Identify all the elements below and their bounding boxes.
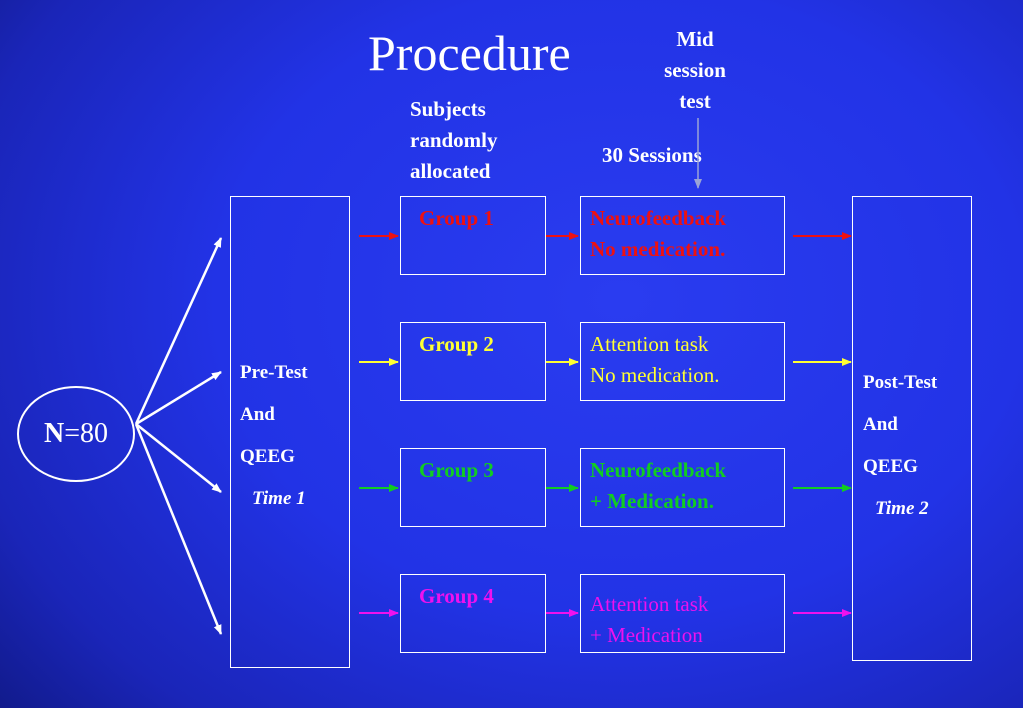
- group-1-label: Group 1: [419, 206, 494, 230]
- group-2-box: Group 2: [400, 322, 546, 401]
- posttest-box: Post-Test And QEEG Time 2: [852, 196, 972, 661]
- sessions-label: 30 Sessions: [602, 143, 702, 167]
- pretest-label: Pre-Test And QEEG Time 1: [240, 362, 308, 509]
- treatment-3-label: Neurofeedback + Medication.: [590, 458, 727, 513]
- treatment-1-label: Neurofeedback No medication.: [590, 206, 727, 261]
- treatment-2-box: Attention task No medication.: [580, 322, 785, 401]
- posttest-label: Post-Test And QEEG Time 2: [863, 372, 938, 519]
- treatment-4-box: Attention task + Medication: [580, 574, 785, 653]
- group-3-box: Group 3: [400, 448, 546, 527]
- mid-session-label: Mid session test: [664, 27, 726, 113]
- group-4-label: Group 4: [419, 584, 494, 608]
- group-4-box: Group 4: [400, 574, 546, 653]
- group-2-label: Group 2: [419, 332, 494, 356]
- treatment-3-box: Neurofeedback + Medication.: [580, 448, 785, 527]
- pretest-box: Pre-Test And QEEG Time 1: [230, 196, 350, 668]
- group-1-box: Group 1: [400, 196, 546, 275]
- fan-arrow-2: [135, 370, 222, 426]
- slide-title: Procedure: [368, 25, 571, 81]
- fan-arrow-3: [135, 423, 222, 493]
- subjects-label: Subjects randomly allocated: [410, 97, 498, 183]
- treatment-4-label: Attention task + Medication: [590, 592, 709, 647]
- fan-arrow-1: [134, 237, 223, 425]
- treatment-2-label: Attention task No medication.: [590, 332, 720, 387]
- sample-size-node: N =80: [17, 386, 135, 482]
- treatment-1-box: Neurofeedback No medication.: [580, 196, 785, 275]
- fan-arrow-4: [134, 423, 223, 635]
- group-3-label: Group 3: [419, 458, 494, 482]
